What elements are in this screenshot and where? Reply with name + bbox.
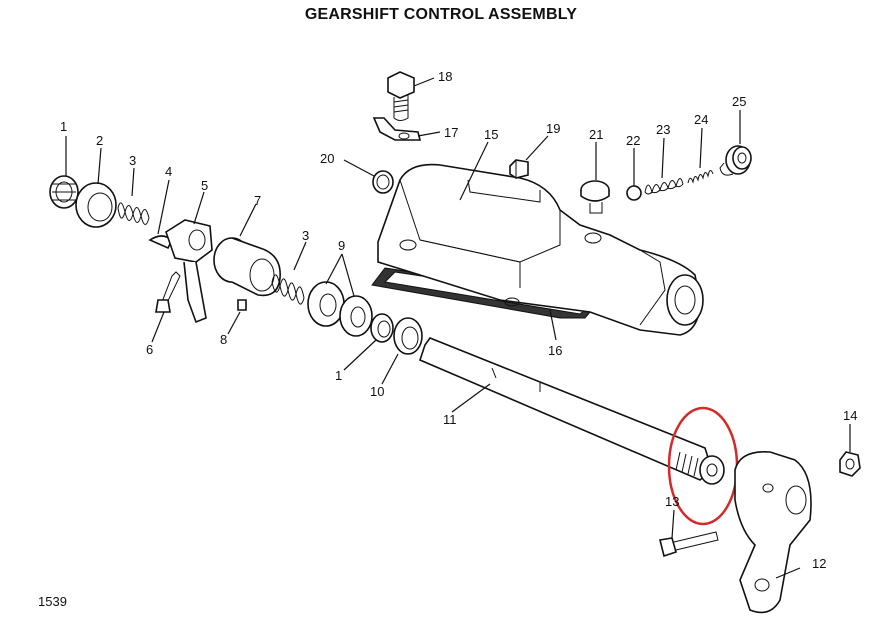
bolt-13 xyxy=(659,531,719,558)
callout-6: 6 xyxy=(146,342,153,357)
callout-10: 10 xyxy=(370,384,384,399)
sleeve-7 xyxy=(213,237,281,297)
shaft-11 xyxy=(419,337,725,485)
callout-3-right: 3 xyxy=(302,228,309,243)
bushing-10 xyxy=(393,317,423,355)
callout-3-left: 3 xyxy=(129,153,136,168)
housing-15 xyxy=(377,163,704,336)
callout-4: 4 xyxy=(165,164,172,179)
spring-23 xyxy=(644,178,684,195)
cap-25 xyxy=(719,145,752,176)
callout-1-left: 1 xyxy=(60,119,67,134)
screw-6 xyxy=(155,271,181,313)
callout-20: 20 xyxy=(320,151,334,166)
bolt-18 xyxy=(387,71,415,121)
spring-3-left xyxy=(117,202,150,225)
washer-20 xyxy=(372,170,394,194)
callout-21: 21 xyxy=(589,127,603,142)
callout-17: 17 xyxy=(444,125,458,140)
callout-16: 16 xyxy=(548,343,562,358)
nut-19 xyxy=(509,159,529,179)
callout-15: 15 xyxy=(484,127,498,142)
callout-1-right: 1 xyxy=(335,368,342,383)
callout-22: 22 xyxy=(626,133,640,148)
callout-14: 14 xyxy=(843,408,857,423)
callout-5: 5 xyxy=(201,178,208,193)
callout-19: 19 xyxy=(546,121,560,136)
figure-number: 1539 xyxy=(38,594,67,609)
bearing-1-left xyxy=(49,175,79,209)
callout-9: 9 xyxy=(338,238,345,253)
ball-22 xyxy=(626,185,642,201)
washers-9 xyxy=(307,281,373,337)
bracket-17 xyxy=(372,117,422,141)
callout-25: 25 xyxy=(732,94,746,109)
nut-14 xyxy=(839,451,861,477)
lever-12 xyxy=(734,451,812,614)
callout-8: 8 xyxy=(220,332,227,347)
callout-7: 7 xyxy=(254,193,261,208)
leader-lines xyxy=(65,77,851,579)
callout-13: 13 xyxy=(665,494,679,509)
callout-23: 23 xyxy=(656,122,670,137)
page-title: GEARSHIFT CONTROL ASSEMBLY xyxy=(304,6,578,23)
spring-24 xyxy=(687,170,714,184)
callout-2: 2 xyxy=(96,133,103,148)
callout-18: 18 xyxy=(438,69,452,84)
callout-labels: 1 2 3 4 5 6 7 3 8 9 1 10 11 12 13 14 15 … xyxy=(60,69,857,571)
ring-2 xyxy=(75,182,117,228)
setscrew-8 xyxy=(237,299,247,311)
bearing-1-right xyxy=(370,313,394,343)
fork-5 xyxy=(165,219,213,324)
callout-12: 12 xyxy=(812,556,826,571)
callout-24: 24 xyxy=(694,112,708,127)
plug-21 xyxy=(580,180,610,214)
spring-3-right xyxy=(271,274,305,305)
callout-11: 11 xyxy=(443,412,457,427)
